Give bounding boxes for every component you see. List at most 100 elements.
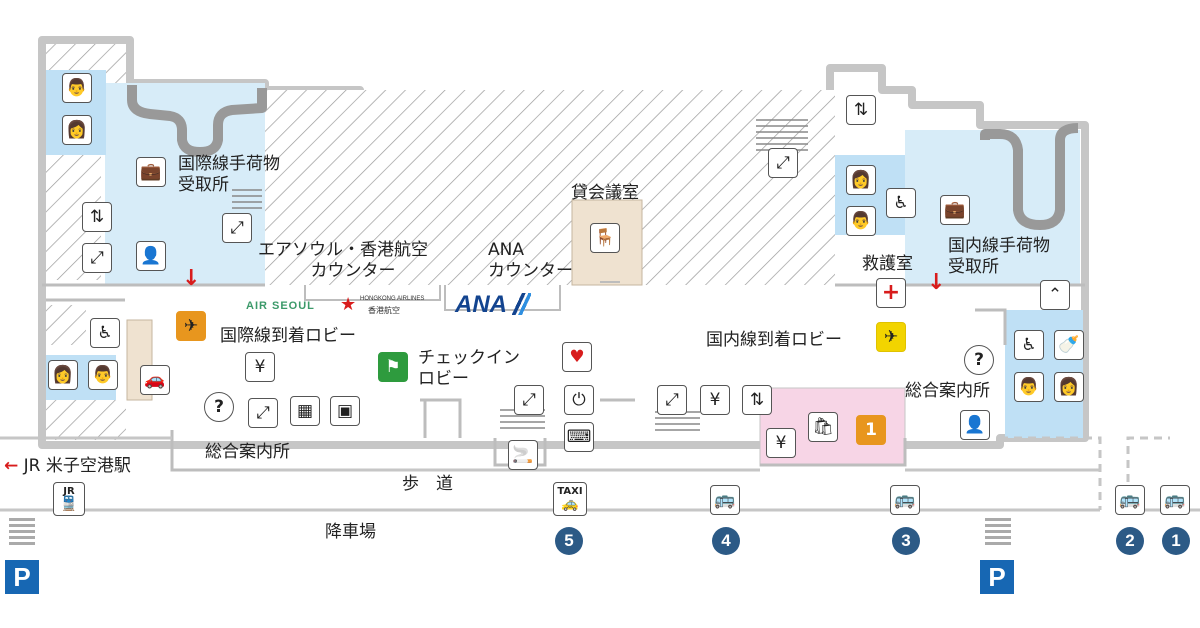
first-aid-label: 救護室	[862, 254, 913, 274]
information-icon: ?	[964, 345, 994, 375]
checkin-icon: ⚑	[378, 352, 408, 382]
hongkong-star-icon: ★	[340, 294, 357, 314]
ana-logo: ANA	[455, 291, 531, 319]
counter-lines	[304, 281, 620, 311]
sidewalk-label: 歩 道	[402, 474, 453, 494]
escalator-icon: ⤢	[514, 385, 544, 415]
left-arrow-icon: ←	[4, 456, 19, 476]
parking-sign-left: P	[5, 560, 39, 594]
currency-exchange-icon: ¥	[245, 352, 275, 382]
intl-arrival-lobby-label: 国際線到着ロビー	[220, 326, 356, 346]
dom-baggage-line1: 国内線手荷物	[948, 236, 1050, 256]
elevator-icon: ⇅	[82, 202, 112, 232]
airline-counter-line1: エアソウル・香港航空	[258, 240, 428, 260]
wifi-pc-icon: ⌨	[564, 422, 594, 452]
dom-arrival-icon: ✈	[876, 322, 906, 352]
airline-counter-label: エアソウル・香港航空 カウンター	[258, 240, 428, 282]
smoking-icon: 🚬	[508, 440, 538, 470]
conference-room-label: 貸会議室	[571, 183, 639, 203]
jr-train-icon: JR🚆	[53, 482, 85, 516]
atm-icon: ¥	[700, 385, 730, 415]
bus-stop-4: 4	[712, 527, 740, 555]
baggage-icon: 💼	[136, 157, 166, 187]
restroom-female-icon: 👩	[48, 360, 78, 390]
shop-icon: 🛍	[808, 412, 838, 442]
bus-stop-5: 5	[555, 527, 583, 555]
bus-icon: 🚌	[1160, 485, 1190, 515]
elevator-icon: ⇅	[846, 95, 876, 125]
intl-baggage-area	[105, 83, 265, 285]
intl-arrival-icon: ✈	[176, 311, 206, 341]
ana-counter-line1: ANA	[488, 240, 524, 260]
intl-baggage-label: 国際線手荷物 受取所	[178, 154, 280, 196]
restroom-male-icon: 👨	[1014, 372, 1044, 402]
atm-icon: ¥	[766, 428, 796, 458]
escalator-icon: ⤢	[222, 213, 252, 243]
bus-icon: 🚌	[890, 485, 920, 515]
meeting-room-icon: 🪑	[590, 223, 620, 253]
checkin-lobby-line1: チェックイン	[418, 348, 520, 368]
checkin-lobby-line2: ロビー	[418, 369, 469, 389]
escalator-icon: ⤢	[248, 398, 278, 428]
wheelchair-icon: ♿	[886, 188, 916, 218]
restroom-female-icon: 👩	[846, 165, 876, 195]
train-icon: 🚆	[60, 496, 78, 512]
taxi-icon: TAXI🚕	[553, 482, 587, 516]
bus-icon: 🚌	[1115, 485, 1145, 515]
restroom-female-icon: 👩	[62, 115, 92, 145]
power-outlet-icon: ⏻	[564, 385, 594, 415]
restroom-male-icon: 👨	[846, 206, 876, 236]
restricted-area-center	[265, 90, 835, 285]
dom-baggage-area	[905, 130, 1080, 285]
intl-baggage-carousel	[127, 85, 267, 157]
crosswalk-right	[985, 518, 1011, 548]
airline-counter-line2: カウンター	[310, 261, 396, 281]
dom-baggage-carousel	[980, 123, 1079, 230]
restricted-area-left-lower	[46, 305, 86, 345]
air-seoul-logo: AIR SEOUL	[246, 300, 315, 312]
bus-stop-1: 1	[1162, 527, 1190, 555]
info-desk-staff-icon: 👤	[136, 241, 166, 271]
escalator-icon: ⤢	[768, 148, 798, 178]
intl-baggage-line2: 受取所	[178, 175, 229, 195]
hongkong-logo-zh: 香港航空	[368, 306, 400, 315]
escalator-icon: ⤢	[82, 243, 112, 273]
information-icon: ?	[204, 392, 234, 422]
taxi-car-icon: 🚕	[561, 496, 579, 512]
checkin-lobby-label: チェックイン ロビー	[418, 348, 520, 390]
ana-counter-label: ANA カウンター	[488, 240, 573, 282]
crosswalk-left	[9, 518, 35, 548]
locker-icon: ▣	[330, 396, 360, 426]
car-rental-icon: 🚗	[140, 365, 170, 395]
ana-counter-line2: カウンター	[488, 261, 573, 281]
restricted-area-lower-left	[46, 400, 126, 440]
restroom-male-icon: 👨	[62, 73, 92, 103]
wheelchair-icon: ♿	[1014, 330, 1044, 360]
restroom-female-icon: 👩	[1054, 372, 1084, 402]
intl-baggage-line1: 国際線手荷物	[178, 154, 280, 174]
jr-station-label: ← JR 米子空港駅	[4, 456, 131, 477]
jr-station-text: JR 米子空港駅	[23, 456, 131, 476]
wheelchair-icon: ♿	[90, 318, 120, 348]
dom-baggage-line2: 受取所	[948, 257, 999, 277]
bus-stop-3: 3	[892, 527, 920, 555]
dom-arrival-down-arrow: ↓	[927, 270, 946, 295]
info-left-label: 総合案内所	[205, 442, 290, 462]
parking-sign-right: P	[980, 560, 1014, 594]
nursing-room-icon: 🍼	[1054, 330, 1084, 360]
jr-badge-text: JR	[63, 486, 75, 497]
ana-logo-stripe	[509, 293, 531, 315]
escalator-icon: ⤢	[657, 385, 687, 415]
aed-icon: ♥	[562, 342, 592, 372]
shop-number-badge: 1	[856, 415, 886, 445]
info-desk-staff-icon: 👤	[960, 410, 990, 440]
baggage-icon: 💼	[940, 195, 970, 225]
dom-baggage-label: 国内線手荷物 受取所	[948, 236, 1050, 278]
hongkong-logo-en: HONGKONG AIRLINES	[360, 296, 425, 302]
first-aid-icon: +	[876, 278, 906, 308]
intl-arrival-down-arrow: ↓	[182, 266, 201, 291]
bus-stop-2: 2	[1116, 527, 1144, 555]
elevator-icon: ⇅	[742, 385, 772, 415]
coat-check-icon: ⌃	[1040, 280, 1070, 310]
